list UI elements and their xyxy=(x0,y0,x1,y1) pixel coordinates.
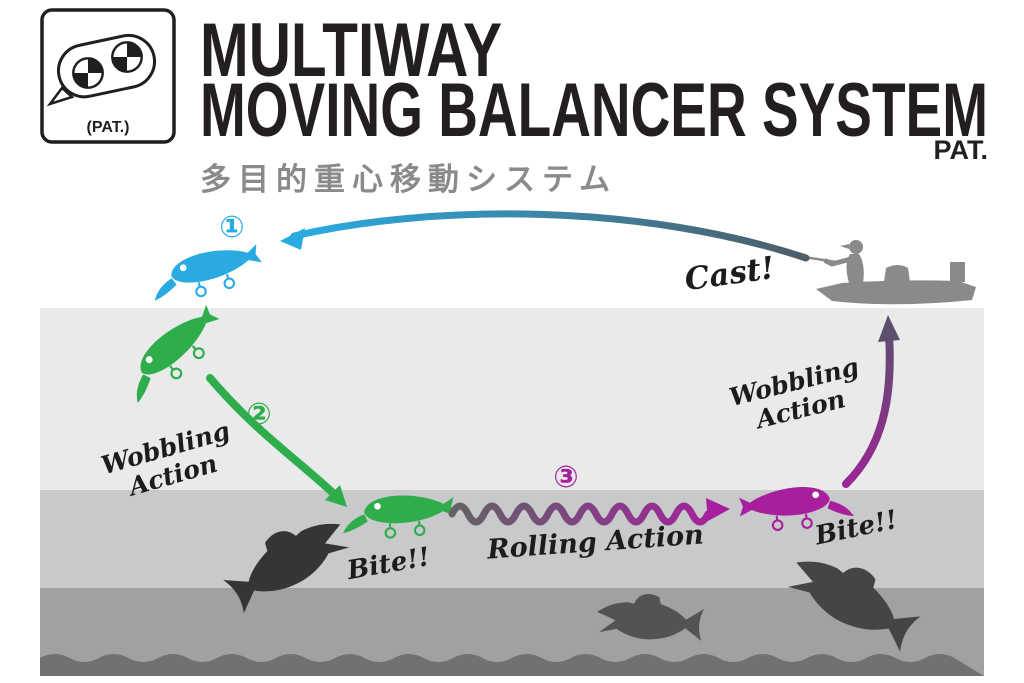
header: (PAT.) MULTIWAY MOVING BALANCER SYSTEM P… xyxy=(40,8,988,198)
subtitle-japanese: 多目的重心移動システム xyxy=(200,162,617,198)
wobbling-arrow-down-head xyxy=(325,485,347,507)
step-1-number: ① xyxy=(219,210,244,245)
boat-hull xyxy=(816,280,976,305)
diagram: Cast! ① ② Wobbling Action Bite!! ③ Rolli… xyxy=(40,196,984,676)
boat-motor xyxy=(950,262,965,282)
angler-head xyxy=(849,240,863,254)
wobbling-arrow-down-line xyxy=(206,374,338,498)
cast-arrowhead xyxy=(280,228,305,250)
boat-angler xyxy=(802,240,976,305)
boat-console xyxy=(884,265,910,282)
balancer-ball-left-icon xyxy=(72,57,104,89)
wobbling-arrow-down xyxy=(206,374,347,507)
logo-border xyxy=(40,8,176,144)
step-3-number: ③ xyxy=(553,460,578,495)
step-2-number: ② xyxy=(246,397,271,432)
rolling-wave-arrow xyxy=(448,498,730,526)
logo-pat-label: (PAT.) xyxy=(87,119,130,136)
lake-bottom-wave xyxy=(40,654,984,676)
wobbling-arrow-up-line xyxy=(842,330,894,488)
page-title-line2: MOVING BALANCER SYSTEM xyxy=(200,68,988,153)
rolling-wave-line xyxy=(448,502,712,526)
logo-box: (PAT.) xyxy=(40,8,176,144)
cast-arrow-line xyxy=(290,210,810,262)
wobbling-arrow-up xyxy=(842,315,900,488)
wobbling-arrow-up-head xyxy=(878,315,900,342)
rolling-arrowhead xyxy=(706,498,730,521)
boat-motor-skeg xyxy=(955,282,964,295)
moving-balancer-lure-icon xyxy=(46,33,157,107)
pat-note: PAT. xyxy=(933,135,988,165)
page-title-line1: MULTIWAY xyxy=(200,8,502,93)
cast-arrow xyxy=(280,210,810,262)
angler-cap xyxy=(840,244,849,249)
lure-bill-icon xyxy=(46,86,75,107)
balancer-ball-right-icon xyxy=(111,41,143,73)
